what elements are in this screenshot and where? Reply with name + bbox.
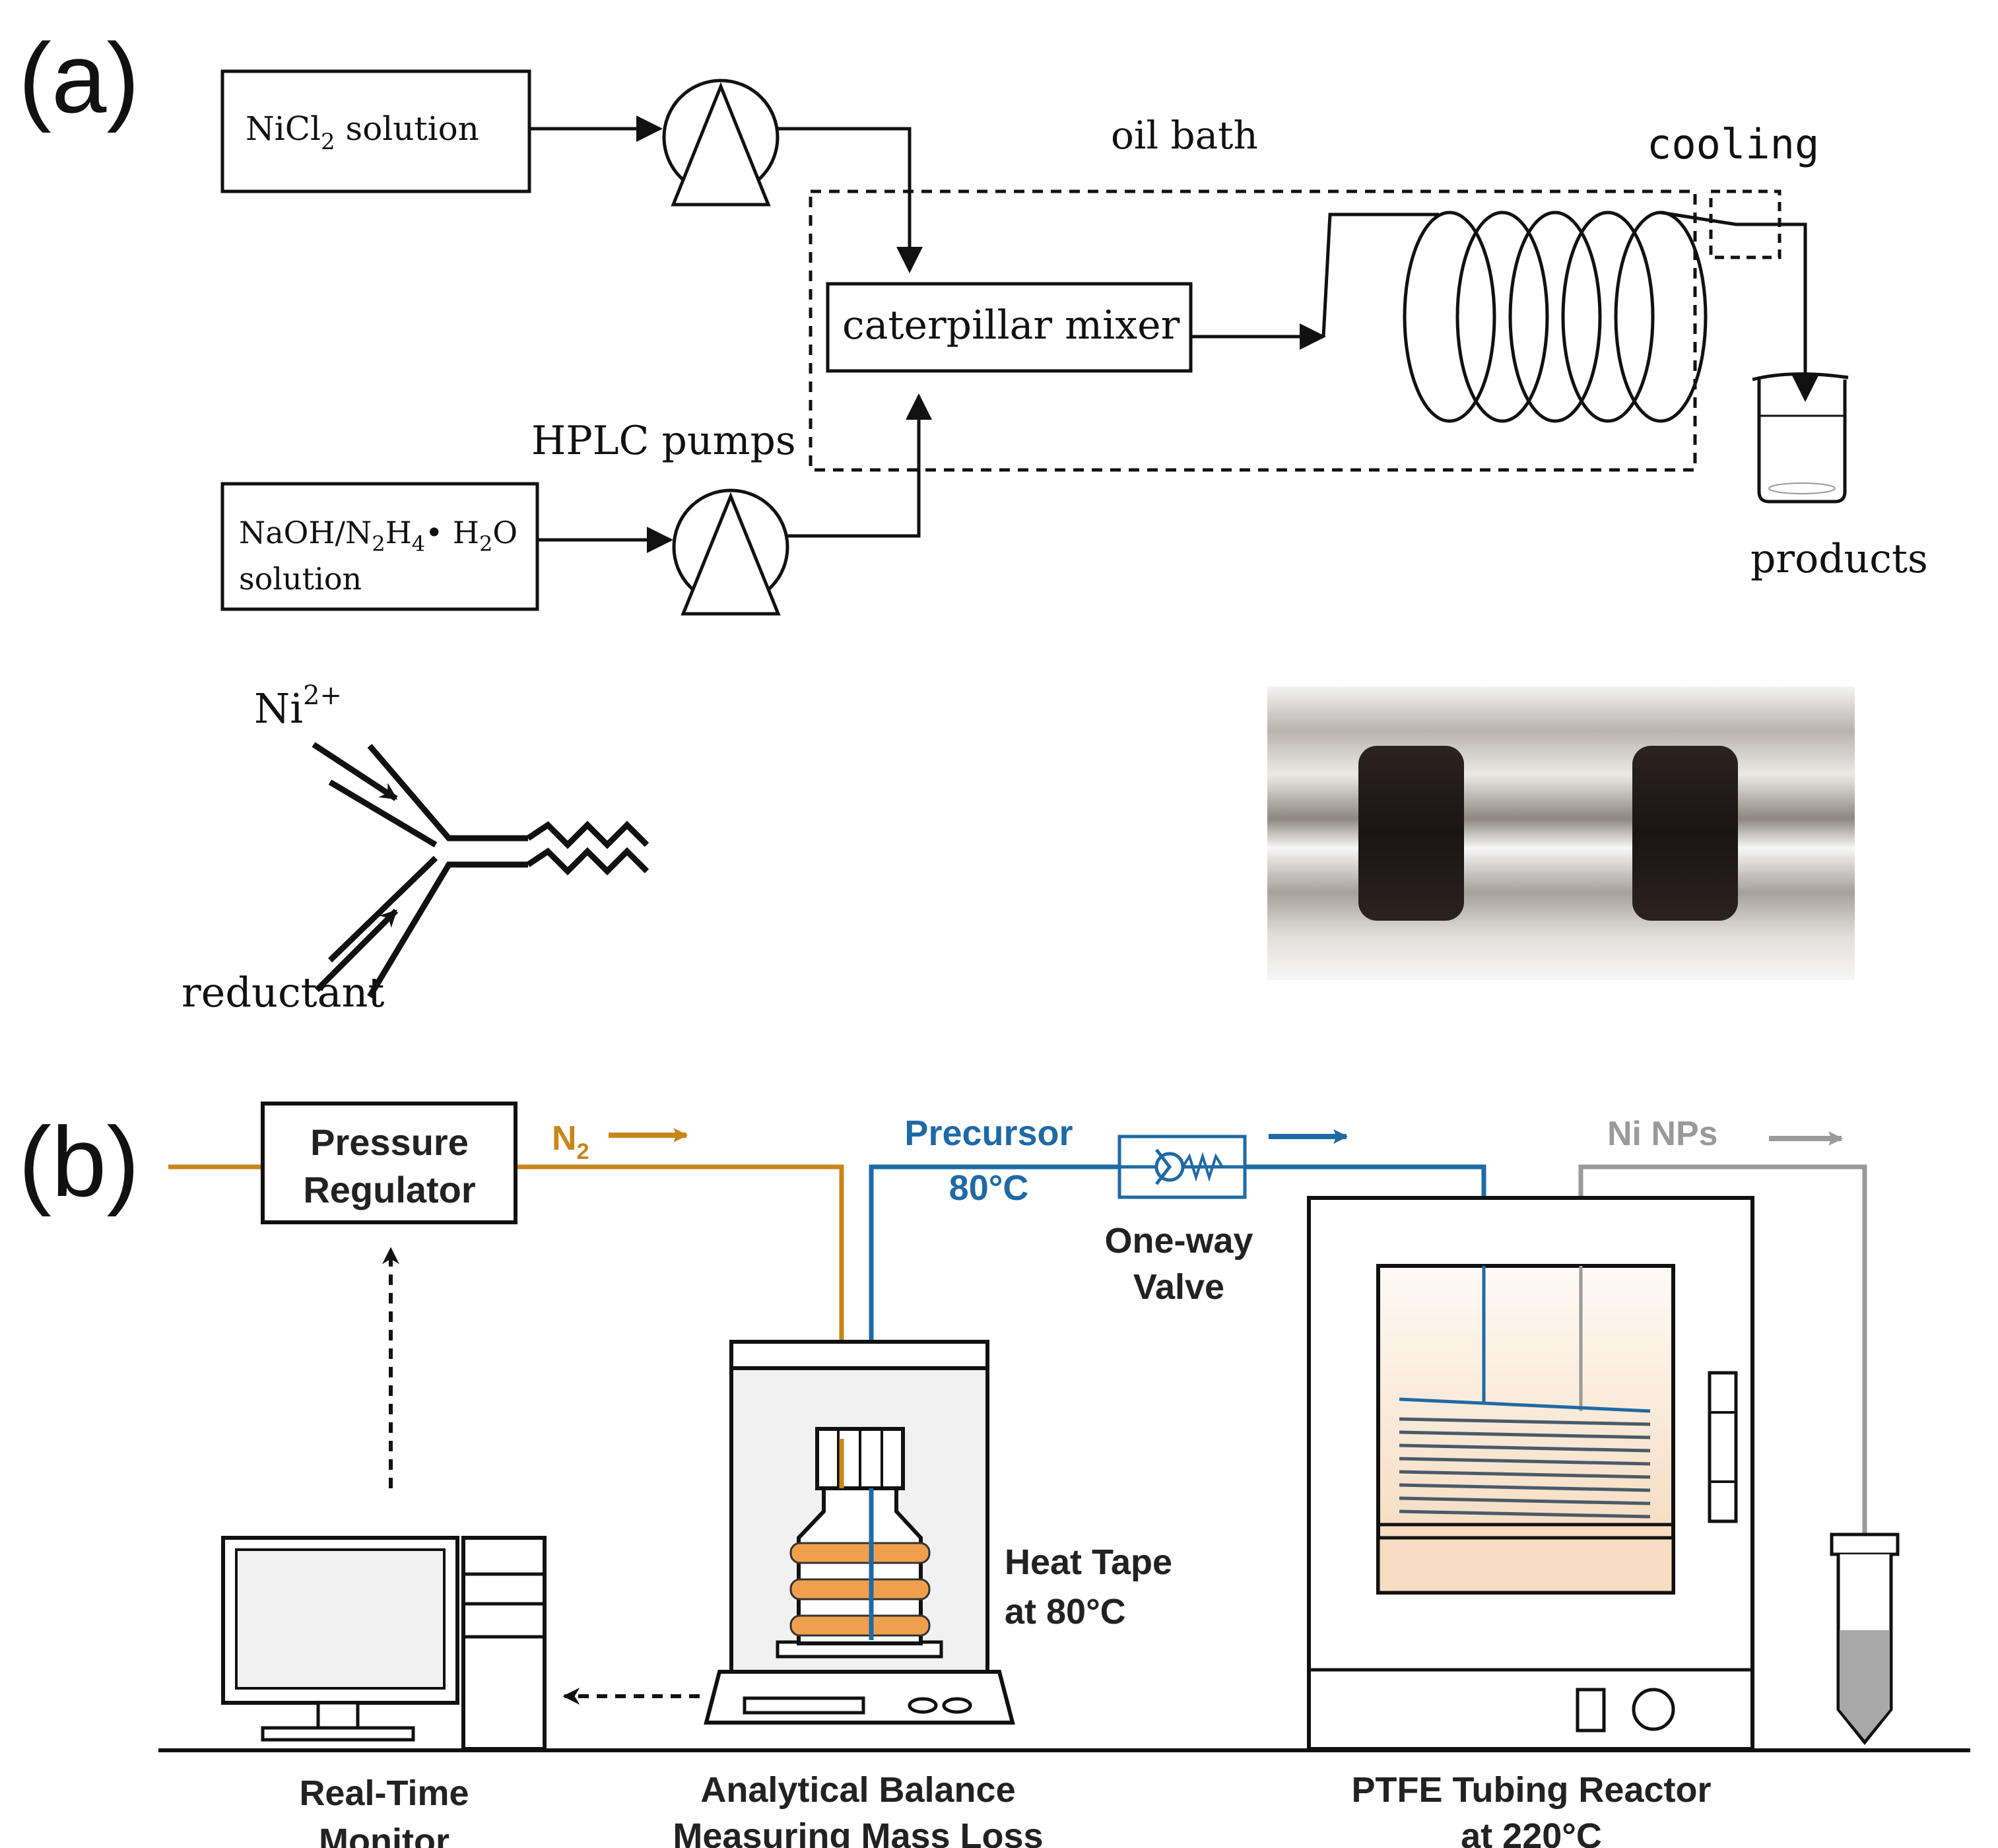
computer-tower-icon <box>461 1536 547 1751</box>
precursor-bottle-icon <box>797 1427 923 1645</box>
reductant-formula-label: NaOH/N2H4• H2O <box>239 515 517 556</box>
oil-bath-label: oil bath <box>1111 113 1258 158</box>
oil-bath-box <box>809 189 1697 472</box>
reactor-coil <box>1321 211 1807 423</box>
panel-b-label: (b) <box>18 1106 139 1217</box>
precursor-label: Precursor <box>904 1113 1073 1153</box>
computer-monitor-icon <box>221 1536 459 1742</box>
heat-tape-label-1: Heat Tape <box>1005 1542 1172 1582</box>
one-way-valve-label-2: Valve <box>1133 1267 1224 1307</box>
ni-inflow-arrow <box>312 742 398 801</box>
tube-slug-micrograph <box>1267 686 1855 980</box>
nicl2-solution-box: NiCl2 solution <box>220 69 531 193</box>
collection-tube-icon <box>1830 1533 1900 1746</box>
one-way-valve-label-1: One-way <box>1104 1221 1253 1261</box>
hplc-pumps-label: HPLC pumps <box>531 418 796 464</box>
panel-a: (a) NiCl2 solution NaOH/N2H4• H2O soluti… <box>18 22 1928 1016</box>
reductant-inflow-arrow <box>314 908 399 993</box>
ptfe-reactor-label-2: at 220°C <box>1461 1816 1602 1848</box>
cooling-label: cooling <box>1647 120 1819 168</box>
nicl2-label: NiCl2 solution <box>246 110 479 155</box>
n2-label: N2 <box>552 1119 589 1164</box>
panel-a-label: (a) <box>18 22 139 133</box>
reductant-solution-box: NaOH/N2H4• H2O solution <box>220 482 539 611</box>
product-line <box>1578 1164 1867 1534</box>
hplc-pump-1-icon <box>662 79 780 207</box>
analytical-balance-label-1: Analytical Balance <box>700 1770 1015 1810</box>
caterpillar-mixer-box: caterpillar mixer <box>826 282 1193 373</box>
real-time-monitor-label-1: Real-Time <box>299 1773 469 1813</box>
products-beaker-icon <box>1752 372 1849 504</box>
real-time-monitor-label-2: Monitor <box>319 1822 450 1848</box>
reductant-label: reductant <box>182 968 384 1016</box>
pump2-to-mixer-line <box>787 393 932 538</box>
pressure-regulator-label-2: Regulator <box>303 1169 475 1210</box>
hplc-pump-2-icon <box>672 488 789 616</box>
pump1-to-mixer-line <box>778 127 923 273</box>
ptfe-reactor-label-1: PTFE Tubing Reactor <box>1351 1770 1711 1810</box>
heat-tape-bands <box>789 1542 931 1637</box>
caterpillar-mixer-label: caterpillar mixer <box>842 302 1180 348</box>
pressure-regulator-box: Pressure Regulator <box>261 1102 517 1224</box>
ni-nps-label: Ni NPs <box>1607 1115 1718 1153</box>
heat-tape-label-2: at 80°C <box>1005 1592 1126 1632</box>
ni-ion-label: Ni2+ <box>254 680 342 733</box>
panel-b: (b) N2 Pressure Regulator Precursor 80°C… <box>18 1102 1970 1848</box>
reductant-solution-label: solution <box>239 561 362 597</box>
one-way-valve-icon <box>1117 1135 1247 1199</box>
y-junction-schematic <box>327 744 649 999</box>
precursor-temp-label: 80°C <box>949 1168 1029 1208</box>
products-label: products <box>1750 536 1928 582</box>
analytical-balance-label-2: Measuring Mass Loss <box>673 1816 1043 1848</box>
pressure-regulator-label-1: Pressure <box>310 1121 469 1163</box>
ptfe-tubing-coil <box>1399 1266 1651 1519</box>
